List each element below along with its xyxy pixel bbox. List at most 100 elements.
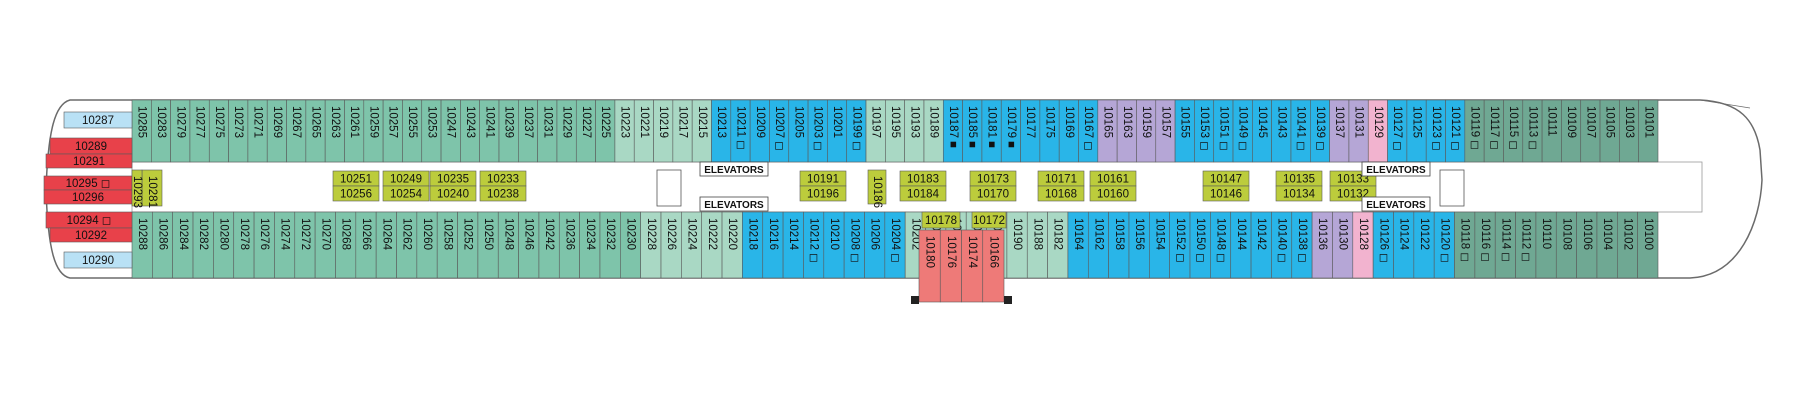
cabin-bottom[interactable]: 10246	[518, 211, 540, 279]
cabin-top[interactable]: 10139 ◻	[1310, 99, 1330, 163]
cabin-top[interactable]: 10195	[885, 99, 905, 163]
cabin-bottom[interactable]: 10188	[1026, 211, 1048, 279]
cabin-top[interactable]: 10165	[1097, 99, 1118, 163]
cabin-top[interactable]: 10237	[518, 99, 538, 163]
cabin-bottom[interactable]: 10260	[416, 211, 438, 279]
cabin-bottom[interactable]: 10162	[1087, 211, 1109, 279]
cabin-corridor[interactable]: 10135	[1275, 170, 1323, 187]
cabin-top[interactable]: 10211 ◻	[730, 99, 751, 163]
cabin-bottom[interactable]: 10280	[213, 211, 235, 279]
cabin-corridor[interactable]: 10191	[799, 170, 847, 187]
cabin-bow[interactable]: 10291	[45, 153, 133, 169]
cabin-bow[interactable]: 10287	[63, 111, 133, 129]
cabin-top[interactable]: 10103	[1619, 99, 1639, 163]
cabin-bottom[interactable]: 10228	[640, 211, 662, 279]
cabin-top[interactable]: 10267	[286, 99, 307, 163]
cabin-top[interactable]: 10181 ■	[981, 99, 1002, 163]
cabin-top[interactable]: 10149 ◻	[1232, 99, 1253, 163]
cabin-top[interactable]: 10127 ◻	[1387, 99, 1408, 163]
cabin-corridor[interactable]: 10293	[131, 169, 143, 208]
cabin-bottom[interactable]: 10182	[1047, 211, 1069, 279]
cabin-top[interactable]: 10209	[749, 99, 770, 163]
cabin-top[interactable]: 10219	[653, 99, 674, 163]
cabin-bottom[interactable]: 10222	[701, 211, 723, 279]
cabin-bottom[interactable]: 10190	[1006, 211, 1028, 279]
cabin-top[interactable]: 10255	[402, 99, 423, 163]
cabin-top[interactable]: 10197	[865, 99, 886, 163]
cabin-corridor[interactable]: 10133	[1329, 170, 1377, 187]
cabin-bottom[interactable]: 10104	[1596, 211, 1618, 279]
cabin-top[interactable]: 10217	[672, 99, 693, 163]
cabin-top[interactable]: 10279	[170, 99, 191, 163]
cabin-bow[interactable]: 10289	[49, 137, 133, 155]
cabin-top[interactable]: 10157	[1155, 99, 1176, 163]
cabin-top[interactable]: 10223	[614, 99, 635, 163]
cabin-top[interactable]: 10115 ◻	[1503, 99, 1524, 163]
cabin-corridor[interactable]: 10254	[382, 185, 430, 202]
cabin-bow[interactable]: 10292	[49, 227, 133, 243]
cabin-bottom[interactable]: 10128	[1352, 211, 1374, 279]
cabin-corridor[interactable]: 10146	[1202, 185, 1250, 202]
cabin-bottom[interactable]: 10120 ◻	[1433, 211, 1455, 279]
cabin-corridor[interactable]: 10184	[899, 185, 947, 202]
cabin-top[interactable]: 10169	[1058, 99, 1079, 163]
cabin-top[interactable]: 10179 ■	[1000, 99, 1021, 163]
cabin-top[interactable]: 10265	[305, 99, 326, 163]
cabin-bottom[interactable]: 10232	[599, 211, 621, 279]
cabin-bottom[interactable]: 10272	[294, 211, 316, 279]
cabin-bottom[interactable]: 10234	[579, 211, 601, 279]
cabin-top[interactable]: 10199 ◻	[846, 99, 867, 163]
cabin-corridor[interactable]: 10240	[429, 185, 477, 202]
cabin-top[interactable]: 10189	[923, 99, 944, 163]
cabin-corridor[interactable]: 10256	[332, 185, 380, 202]
cabin-bottom[interactable]: 10204 ◻	[884, 211, 906, 279]
cabin-bottom[interactable]: 10214	[782, 211, 804, 279]
cabin-corridor[interactable]: 10183	[899, 170, 947, 187]
cabin-top[interactable]: 10227	[575, 99, 596, 163]
cabin-top[interactable]: 10155	[1174, 99, 1195, 163]
cabin-corridor[interactable]: 10196	[799, 185, 847, 202]
cabin-top[interactable]: 10263	[324, 99, 345, 163]
cabin-bottom[interactable]: 10252	[457, 211, 479, 279]
cabin-bottom[interactable]: 10216	[762, 211, 784, 279]
cabin-top[interactable]: 10275	[208, 99, 229, 163]
cabin-top[interactable]: 10201	[827, 99, 848, 163]
cabin-corridor[interactable]: 10178	[921, 211, 961, 229]
cabin-top[interactable]: 10277	[189, 99, 210, 163]
cabin-bottom[interactable]: 10106	[1576, 211, 1598, 279]
cabin-bottom[interactable]: 10102	[1617, 211, 1638, 279]
cabin-bottom[interactable]: 10288	[131, 211, 153, 279]
cabin-top[interactable]: 10119 ◻	[1464, 99, 1485, 163]
cabin-top[interactable]: 10187 ■	[942, 99, 963, 163]
cabin-bottom[interactable]: 10218	[742, 211, 764, 279]
cabin-top[interactable]: 10239	[498, 99, 519, 163]
cabin-top[interactable]: 10163	[1116, 99, 1137, 163]
cabin-bottom[interactable]: 10164	[1067, 211, 1089, 279]
cabin-top[interactable]: 10175	[1039, 99, 1060, 163]
cabin-top[interactable]: 10221	[633, 99, 654, 163]
cabin-top[interactable]: 10129	[1367, 99, 1388, 163]
cabin-bottom[interactable]: 10100	[1637, 211, 1659, 279]
cabin-top[interactable]: 10121 ◻	[1445, 99, 1466, 163]
cabin-bottom[interactable]: 10226	[660, 211, 682, 279]
cabin-corridor[interactable]: 10249	[382, 170, 430, 187]
cabin-top[interactable]: 10261	[344, 99, 365, 163]
cabin-corridor[interactable]: 10161	[1089, 170, 1137, 187]
cabin-corridor[interactable]: 10147	[1202, 170, 1250, 187]
cabin-annex[interactable]: 10174	[961, 229, 984, 303]
cabin-bottom[interactable]: 10210	[823, 211, 845, 279]
cabin-bottom[interactable]: 10282	[192, 211, 214, 279]
cabin-top[interactable]: 10151 ◻	[1213, 99, 1234, 163]
cabin-bottom[interactable]: 10136	[1311, 211, 1333, 279]
cabin-corridor[interactable]: 10233	[479, 170, 527, 187]
cabin-bottom[interactable]: 10208 ◻	[843, 211, 865, 279]
cabin-top[interactable]: 10243	[460, 99, 480, 163]
cabin-top[interactable]: 10141 ◻	[1290, 99, 1311, 163]
cabin-corridor[interactable]: 10186	[867, 169, 887, 208]
cabin-bottom[interactable]: 10230	[620, 211, 641, 279]
cabin-corridor[interactable]: 10251	[332, 170, 380, 187]
cabin-bottom[interactable]: 10130	[1332, 211, 1354, 279]
cabin-top[interactable]: 10241	[479, 99, 500, 163]
cabin-bottom[interactable]: 10242	[538, 211, 560, 279]
cabin-top[interactable]: 10225	[595, 99, 616, 163]
